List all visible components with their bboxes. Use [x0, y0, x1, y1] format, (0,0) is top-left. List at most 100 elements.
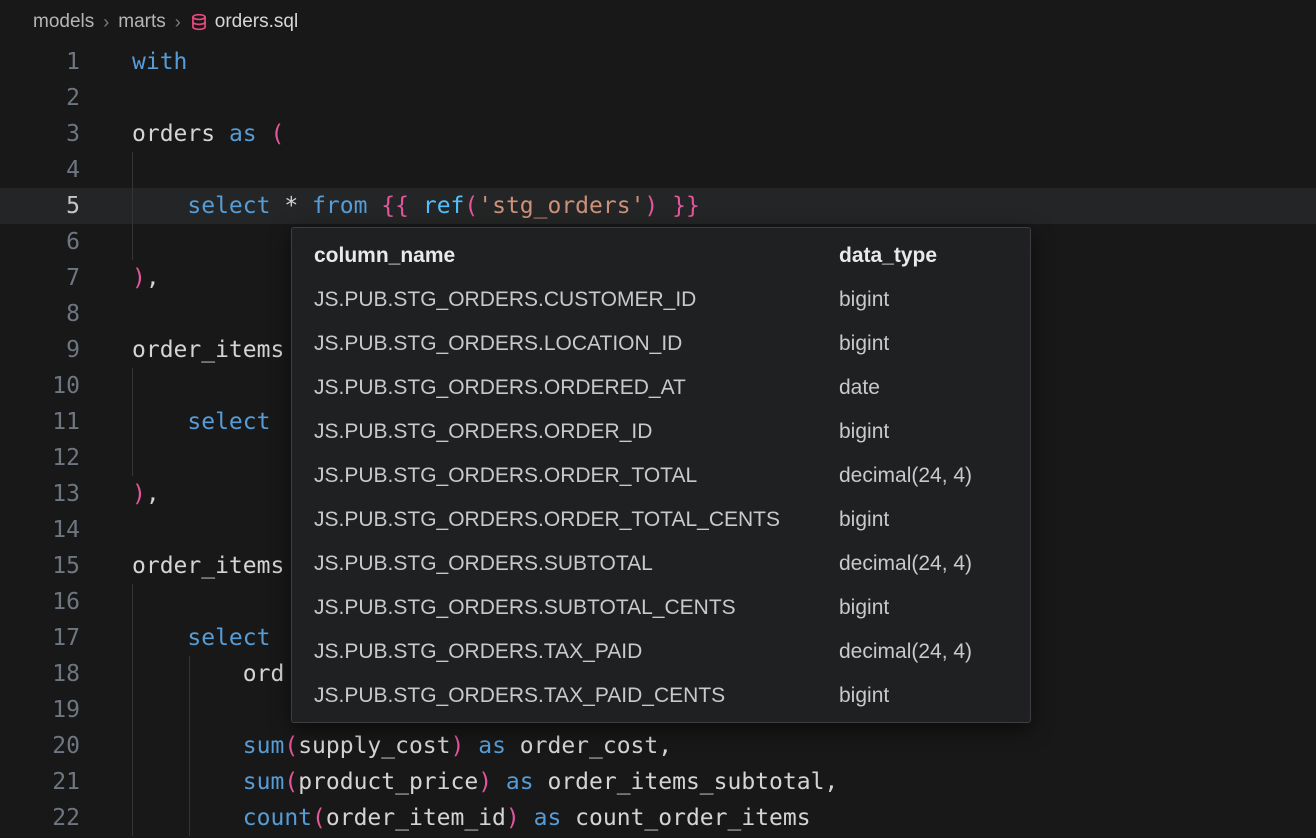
breadcrumb-item-models[interactable]: models — [33, 11, 95, 32]
code-line-14[interactable]: 14 — [0, 512, 1316, 548]
code-line-12[interactable]: 12 — [0, 440, 1316, 476]
popup-cell-column-name: JS.PUB.STG_ORDERS.TAX_PAID — [314, 640, 643, 663]
line-content: orders as ( — [132, 116, 284, 152]
line-content: select — [132, 620, 270, 656]
code-token: product_price — [298, 769, 479, 795]
code-token — [409, 193, 423, 219]
code-token: ref — [422, 193, 465, 219]
code-line-18[interactable]: 18 ord — [0, 656, 1316, 692]
code-token — [132, 409, 187, 435]
code-token: sum — [242, 769, 285, 795]
code-line-11[interactable]: 11 select — [0, 404, 1316, 440]
line-number: 2 — [66, 85, 80, 111]
popup-cell-data-type: bigint — [839, 332, 890, 355]
line-content: ), — [132, 476, 160, 512]
code-line-4[interactable]: 4 — [0, 152, 1316, 188]
code-token: count — [242, 805, 313, 831]
popup-header-column-name: column_name — [314, 244, 456, 267]
indent-guide — [132, 368, 133, 476]
code-line-10[interactable]: 10 — [0, 368, 1316, 404]
line-content: sum(supply_cost) as order_cost, — [132, 728, 672, 764]
popup-cell-data-type: bigint — [839, 508, 890, 531]
popup-header-data-type: data_type — [839, 244, 938, 267]
code-token: ) — [478, 769, 493, 795]
code-line-2[interactable]: 2 — [0, 80, 1316, 116]
code-token: ) — [644, 193, 659, 219]
code-token: select — [187, 625, 271, 651]
line-number: 21 — [52, 769, 80, 795]
popup-row: JS.PUB.STG_ORDERS.LOCATION_ID bigint — [314, 322, 1008, 366]
line-number: 7 — [66, 265, 80, 291]
breadcrumb-file[interactable]: orders.sql — [214, 11, 299, 32]
code-line-16[interactable]: 16 — [0, 584, 1316, 620]
code-token: order_cost, — [505, 733, 673, 759]
line-number: 4 — [66, 157, 80, 183]
code-line-8[interactable]: 8 — [0, 296, 1316, 332]
popup-cell-column-name: JS.PUB.STG_ORDERS.ORDERED_AT — [314, 376, 686, 399]
popup-cell-data-type: bigint — [839, 684, 890, 707]
code-token — [257, 121, 271, 147]
line-content: select — [132, 404, 270, 440]
code-line-19[interactable]: 19 — [0, 692, 1316, 728]
line-number: 15 — [52, 553, 80, 579]
code-token: select — [187, 409, 271, 435]
line-content: ), — [132, 260, 160, 296]
line-number: 16 — [52, 589, 80, 615]
database-icon — [190, 13, 208, 31]
code-token — [492, 769, 506, 795]
code-token: }} — [672, 193, 700, 219]
code-token — [658, 193, 672, 219]
code-token: sum — [242, 733, 285, 759]
popup-cell-data-type: date — [839, 376, 880, 399]
code-token: ( — [270, 121, 285, 147]
popup-cell-column-name: JS.PUB.STG_ORDERS.CUSTOMER_ID — [314, 288, 697, 311]
code-token: , — [145, 481, 160, 507]
indent-guide — [189, 656, 190, 836]
line-number: 11 — [52, 409, 80, 435]
line-content: count(order_item_id) as count_order_item… — [132, 800, 811, 836]
popup-cell-column-name: JS.PUB.STG_ORDERS.SUBTOTAL_CENTS — [314, 596, 736, 619]
line-number: 18 — [52, 661, 80, 687]
breadcrumb-item-marts[interactable]: marts — [118, 11, 166, 32]
code-token — [132, 805, 243, 831]
code-token: supply_cost — [298, 733, 451, 759]
code-line-5[interactable]: 5 select * from {{ ref('stg_orders') }} — [0, 188, 1316, 224]
code-token: order_items — [132, 337, 285, 363]
code-line-13[interactable]: 13), — [0, 476, 1316, 512]
line-content: order_items — [132, 548, 284, 584]
popup-cell-column-name: JS.PUB.STG_ORDERS.LOCATION_ID — [314, 332, 683, 355]
line-content: sum(product_price) as order_items_subtot… — [132, 764, 838, 800]
code-line-21[interactable]: 21 sum(product_price) as order_items_sub… — [0, 764, 1316, 800]
line-content: ord — [132, 656, 285, 692]
code-line-20[interactable]: 20 sum(supply_cost) as order_cost, — [0, 728, 1316, 764]
breadcrumb: models›marts› orders.sql — [0, 0, 1316, 44]
popup-cell-column-name: JS.PUB.STG_ORDERS.ORDER_ID — [314, 420, 653, 443]
code-line-15[interactable]: 15 order_items — [0, 548, 1316, 584]
code-line-22[interactable]: 22 count(order_item_id) as count_order_i… — [0, 800, 1316, 836]
code-line-7[interactable]: 7), — [0, 260, 1316, 296]
line-number: 20 — [52, 733, 80, 759]
code-token: ( — [464, 193, 479, 219]
code-line-17[interactable]: 17 select — [0, 620, 1316, 656]
code-token — [132, 769, 243, 795]
popup-cell-data-type: bigint — [839, 596, 890, 619]
code-token — [464, 733, 478, 759]
line-number: 12 — [52, 445, 80, 471]
line-content: select * from {{ ref('stg_orders') }} — [132, 188, 700, 224]
line-number: 1 — [66, 49, 80, 75]
line-number: 5 — [66, 193, 80, 219]
code-token: orders — [132, 121, 229, 147]
code-line-6[interactable]: 6 — [0, 224, 1316, 260]
indent-guide — [132, 152, 133, 260]
code-token: from — [312, 193, 368, 219]
